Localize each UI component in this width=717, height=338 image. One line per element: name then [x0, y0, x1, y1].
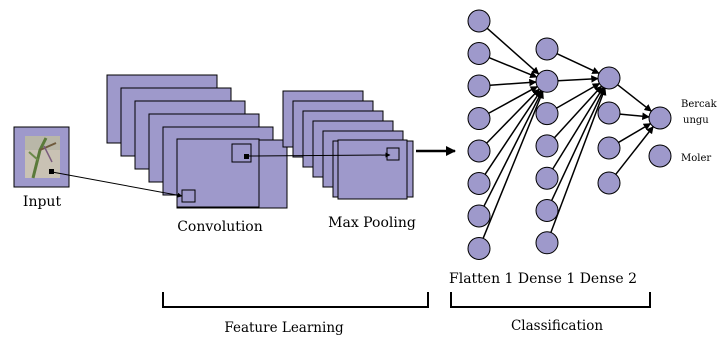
conv-pool-window — [231, 143, 252, 163]
flatten-node — [467, 42, 491, 65]
flatten-node — [467, 9, 491, 33]
feature-learning-label: Feature Learning — [224, 320, 344, 336]
pool-front-map — [337, 139, 408, 200]
network-edge — [557, 75, 599, 83]
convolution-label: Convolution — [177, 219, 263, 235]
network-edge — [553, 85, 603, 139]
dense1-node — [535, 134, 559, 158]
dense2-node — [597, 136, 621, 160]
network-edge — [486, 27, 540, 75]
flatten-node — [467, 107, 491, 130]
dense1-node — [535, 69, 559, 93]
feature-learning-bracket — [162, 292, 429, 308]
network-edge — [488, 85, 539, 114]
dense1-node — [535, 102, 559, 126]
conv-front-map — [176, 138, 260, 208]
input-block — [13, 126, 70, 188]
classification-bracket — [450, 292, 651, 308]
network-edge — [619, 112, 650, 121]
flatten-node — [467, 172, 491, 195]
input-to-conv-connector — [51, 171, 183, 198]
network-edge — [482, 90, 544, 239]
flatten-node — [467, 204, 491, 228]
dense1-node — [535, 37, 559, 61]
network-edge — [550, 87, 606, 201]
output-label-moler: Moler — [681, 153, 711, 164]
dense2-node — [597, 66, 621, 90]
dense2-node — [597, 171, 621, 195]
network-nodes — [467, 9, 672, 260]
network-edge — [615, 126, 654, 175]
network-connections — [482, 27, 654, 239]
network-edge — [484, 89, 542, 175]
convolution-feature-maps — [106, 74, 288, 209]
output-node — [648, 144, 672, 168]
network-edge — [556, 82, 601, 109]
classification-label: Classification — [511, 318, 603, 334]
flatten-node — [467, 139, 491, 163]
network-edge — [617, 84, 652, 112]
plant-stem-photo-icon — [25, 136, 60, 179]
network-edge — [552, 86, 604, 170]
max-pooling-label: Max Pooling — [328, 215, 416, 231]
output-node — [648, 106, 672, 130]
dense1-node — [535, 199, 559, 222]
network-edge — [618, 122, 652, 144]
network-edge — [483, 90, 543, 207]
network-edge — [488, 56, 538, 79]
output-label-bercak: Bercak — [681, 99, 717, 110]
network-edge — [556, 52, 600, 75]
flatten-node — [467, 74, 491, 98]
dense1-node — [535, 231, 559, 255]
network-edge — [550, 87, 607, 233]
output-label-ungu: ungu — [683, 115, 709, 126]
conv-window-marker — [244, 154, 249, 159]
layer-names-label: Flatten 1 Dense 1 Dense 2 — [449, 271, 637, 287]
network-edge — [489, 78, 537, 87]
network-edge — [486, 88, 540, 144]
max-pooling-feature-maps — [282, 90, 414, 200]
flatten-node — [467, 237, 491, 260]
dense1-node — [535, 166, 559, 190]
dense2-node — [597, 101, 621, 125]
conv-to-pool-connector — [246, 152, 391, 158]
input-label: Input — [23, 194, 62, 210]
